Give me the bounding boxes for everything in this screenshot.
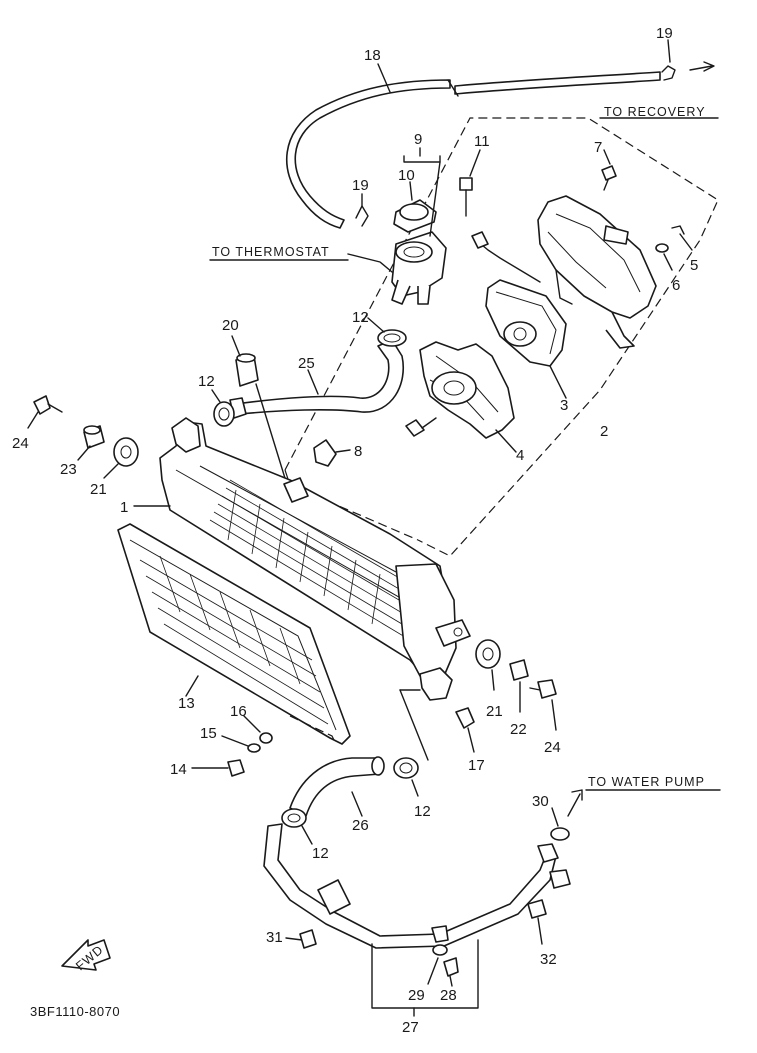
label-30: 30 bbox=[532, 793, 549, 810]
label-15: 15 bbox=[200, 725, 217, 742]
fwd-arrow-icon bbox=[61, 939, 111, 971]
hose-25 bbox=[229, 339, 404, 419]
radiator-outlet-leader bbox=[399, 689, 429, 761]
clip-19-left bbox=[355, 193, 369, 227]
label-12-lower: 12 bbox=[414, 803, 431, 820]
label-16: 16 bbox=[230, 703, 247, 720]
label-21-left: 21 bbox=[90, 481, 107, 498]
label-28: 28 bbox=[440, 987, 457, 1004]
label-25: 25 bbox=[298, 355, 315, 372]
fan-motor bbox=[471, 231, 567, 399]
bolt-31 bbox=[285, 929, 317, 949]
clamp-17 bbox=[455, 707, 475, 753]
washer-6 bbox=[655, 243, 673, 271]
part-labels: 18 19 19 9 10 11 7 5 6 2 3 4 12 8 20 25 … bbox=[12, 25, 706, 1036]
collar-23 bbox=[77, 425, 105, 461]
label-10: 10 bbox=[398, 167, 415, 184]
label-19-left: 19 bbox=[352, 177, 369, 194]
washer-29 bbox=[427, 944, 448, 985]
to-recovery-label: TO RECOVERY bbox=[604, 105, 706, 119]
to-thermostat-arrow bbox=[209, 253, 393, 273]
label-29: 29 bbox=[408, 987, 425, 1004]
radiator-grill bbox=[117, 523, 351, 745]
drain-28 bbox=[443, 957, 459, 987]
bolt-14 bbox=[191, 759, 245, 777]
label-21-right: 21 bbox=[486, 703, 503, 720]
label-17: 17 bbox=[468, 757, 485, 774]
label-12-upper: 12 bbox=[352, 309, 369, 326]
fan-shroud bbox=[537, 195, 657, 349]
bracket-8 bbox=[313, 439, 351, 467]
label-23: 23 bbox=[60, 461, 77, 478]
label-26: 26 bbox=[352, 817, 369, 834]
label-5: 5 bbox=[690, 257, 698, 274]
overflow-hose bbox=[286, 39, 715, 229]
hose-clamp-left bbox=[211, 389, 235, 427]
label-31: 31 bbox=[266, 929, 283, 946]
label-7: 7 bbox=[594, 139, 602, 156]
label-12-bottom: 12 bbox=[312, 845, 329, 862]
grill-mesh bbox=[139, 555, 329, 725]
label-32: 32 bbox=[540, 951, 557, 968]
bolt-11 bbox=[459, 149, 481, 217]
to-water-pump-arrow bbox=[567, 789, 721, 817]
label-11: 11 bbox=[474, 133, 490, 150]
label-22: 22 bbox=[510, 721, 527, 738]
hose-clamp-bottom bbox=[281, 808, 313, 845]
label-18: 18 bbox=[364, 47, 381, 64]
label-1: 1 bbox=[120, 499, 128, 516]
label-13: 13 bbox=[178, 695, 195, 712]
label-24-right: 24 bbox=[544, 739, 561, 756]
to-thermostat-label: TO THERMOSTAT bbox=[212, 245, 330, 259]
label-12-left: 12 bbox=[198, 373, 215, 390]
water-pipe bbox=[263, 823, 571, 949]
label-14: 14 bbox=[170, 761, 187, 778]
label-27: 27 bbox=[402, 1019, 419, 1036]
label-4: 4 bbox=[516, 447, 524, 464]
grommet-21-right bbox=[475, 639, 501, 691]
bolt-7 bbox=[601, 149, 617, 191]
filler-neck bbox=[391, 147, 447, 305]
bolt-24-left bbox=[27, 395, 63, 429]
collar-22 bbox=[509, 659, 529, 713]
diagram-code: 3BF1110-8070 bbox=[30, 1004, 120, 1019]
grill-fastener-leaders bbox=[289, 715, 337, 745]
label-9: 9 bbox=[414, 131, 422, 148]
radiator bbox=[133, 417, 471, 701]
label-3: 3 bbox=[560, 397, 568, 414]
hose-clamp-upper bbox=[367, 317, 407, 347]
label-24-left: 24 bbox=[12, 435, 29, 452]
label-20: 20 bbox=[222, 317, 239, 334]
o-ring-30 bbox=[550, 807, 570, 841]
bleed-bolt bbox=[231, 335, 289, 489]
label-8: 8 bbox=[354, 443, 362, 460]
washer-16 bbox=[243, 715, 273, 744]
to-water-pump-label: TO WATER PUMP bbox=[588, 775, 705, 789]
bolt-32 bbox=[527, 899, 547, 945]
label-19-top: 19 bbox=[656, 25, 673, 42]
bolt-5 bbox=[671, 225, 693, 251]
hose-clamp-lower bbox=[393, 757, 419, 797]
screw-15 bbox=[221, 735, 261, 753]
label-2: 2 bbox=[600, 423, 608, 440]
grommet-21-left bbox=[103, 437, 139, 479]
pipe-27-bracket bbox=[371, 939, 479, 1017]
label-6: 6 bbox=[672, 277, 680, 294]
fan-blades bbox=[405, 341, 517, 453]
bolt-24-right bbox=[529, 679, 557, 731]
hose-26 bbox=[289, 756, 385, 817]
radiator-core bbox=[209, 479, 421, 641]
